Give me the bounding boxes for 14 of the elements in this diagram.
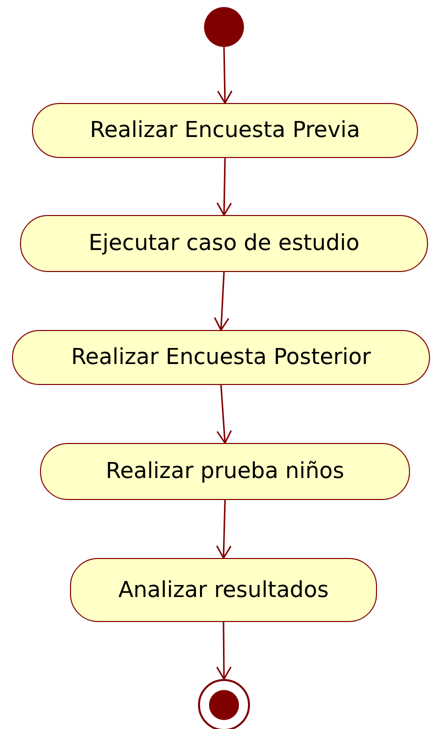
arrow	[216, 384, 232, 444]
activity-label: Realizar Encuesta Previa	[90, 117, 360, 145]
end-node	[198, 679, 250, 729]
arrow	[216, 500, 232, 559]
arrow	[216, 622, 232, 680]
activity-label: Realizar Encuesta Posterior	[71, 344, 371, 372]
activity-box	[70, 558, 377, 622]
activity-label: Realizar prueba niños	[106, 458, 344, 486]
start-node	[204, 7, 244, 47]
activity-label: Analizar resultados	[118, 576, 329, 604]
arrow	[216, 158, 232, 216]
arrow	[214, 272, 230, 331]
arrow	[217, 46, 233, 104]
activity-label: Ejecutar caso de estudio	[88, 230, 360, 258]
